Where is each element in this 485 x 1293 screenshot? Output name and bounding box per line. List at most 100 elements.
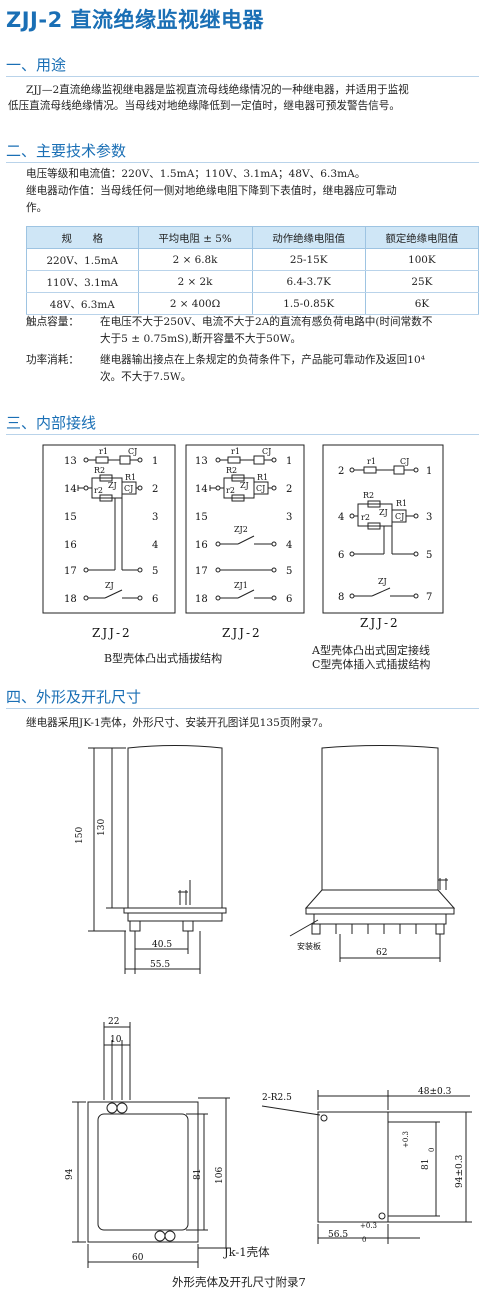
dim-tolerance: 0 [362, 1236, 366, 1244]
dim-label: 81 [421, 1159, 431, 1170]
terminal-label: 1 [152, 456, 158, 467]
terminal-label: 2 [152, 484, 158, 495]
component-label: CJ [124, 484, 133, 493]
terminal-label: 4 [152, 540, 158, 551]
section-heading-usage: 一、用途 [6, 54, 479, 77]
side-view-drawing [88, 745, 227, 974]
power-label: 功率消耗： [26, 354, 79, 366]
dim-label: 94±0.3 [455, 1154, 465, 1188]
dim-label: 56.5 [328, 1230, 348, 1240]
dim-label: 130 [97, 819, 107, 836]
terminal-label: 5 [426, 550, 432, 561]
terminal-label: 13 [64, 456, 77, 467]
terminal-label: 3 [286, 512, 292, 523]
terminal-label: 1 [286, 456, 292, 467]
params-line-3: 作。 [26, 202, 48, 214]
section-divider [6, 434, 479, 435]
dim-label: 150 [75, 827, 85, 844]
dim-label: 106 [215, 1167, 225, 1184]
dim-label: 60 [132, 1253, 144, 1263]
caption-a-type: A型壳体凸出式固定接线 [312, 644, 430, 657]
spec-table: 规 格 平均电阻 ± 5% 动作绝缘电阻值 额定绝缘电阻值 220V、1.5mA… [26, 226, 480, 315]
section-title: 一、用途 [6, 56, 67, 74]
section-title: 四、外形及开孔尺寸 [6, 688, 142, 706]
appendix-caption: 外形壳体及开孔尺寸附录7 [172, 1275, 306, 1289]
table-cell: 48V、6.3mA [26, 292, 139, 315]
dim-tolerance: +0.3 [360, 1222, 377, 1230]
component-label: R1 [396, 499, 407, 508]
outline-intro: 继电器采用JK-1壳体，外形尺寸、安装开孔图详见135页附录7。 [26, 717, 329, 729]
terminal-label: 16 [64, 540, 77, 551]
component-label: R2 [94, 466, 105, 475]
table-header: 动作绝缘电阻值 [251, 226, 366, 249]
section-divider [6, 76, 479, 77]
case-caption: Jk-1壳体 [224, 1245, 270, 1259]
terminal-label: 8 [338, 592, 344, 603]
dim-label: 10 [110, 1035, 122, 1045]
table-row: 220V、1.5mA 2 × 6.8k 25-15K 100K [26, 248, 480, 271]
table-header: 平均电阻 ± 5% [137, 226, 253, 249]
model-label: ZJJ-2 [92, 626, 132, 640]
component-label: ZJ [105, 581, 114, 590]
dim-label: 40.5 [152, 940, 172, 950]
terminal-label: 4 [338, 512, 344, 523]
terminal-label: 14 [64, 484, 77, 495]
contact-label: 触点容量： [26, 316, 79, 328]
table-header-row: 规 格 平均电阻 ± 5% 动作绝缘电阻值 额定绝缘电阻值 [26, 226, 480, 249]
dim-label: 62 [376, 948, 387, 958]
component-label: ZJ2 [234, 525, 248, 534]
wiring-diagram-3: 2 4 6 8 1 3 5 7 r1 CJ R2 R1 r2 ZJ CJ ZJ [338, 457, 432, 603]
usage-line-2: 低压直流母线绝缘情况。当母线对地绝缘降低到一定值时，继电器可预发警告信号。 [8, 100, 400, 112]
terminal-label: 3 [152, 512, 158, 523]
table-cell: 6K [364, 292, 480, 315]
component-label: r1 [367, 457, 376, 466]
table-cell: 100K [364, 248, 480, 271]
component-label: CJ [395, 512, 404, 521]
component-label: r2 [94, 486, 103, 495]
page-title: ZJJ-2 直流绝缘监视继电器 [6, 8, 264, 32]
component-label: CJ [262, 447, 271, 456]
table-cell: 25-15K [251, 248, 366, 271]
model-label: ZJJ-2 [360, 616, 400, 630]
component-label: CJ [400, 457, 409, 466]
dim-label: 48±0.3 [418, 1087, 452, 1097]
component-label: R2 [363, 491, 374, 500]
terminal-label: 6 [152, 594, 158, 605]
terminal-label: 3 [426, 512, 432, 523]
contact-line-1: 在电压不大于250V、电流不大于2A的直流有感负荷电路中(时间常数不 [100, 316, 433, 328]
terminal-label: 17 [195, 566, 208, 577]
terminal-label: 18 [195, 594, 208, 605]
table-cell: 220V、1.5mA [26, 248, 139, 271]
terminal-label: 15 [64, 512, 77, 523]
component-label: R1 [257, 473, 268, 482]
terminal-label: 1 [426, 466, 432, 477]
params-line-2: 继电器动作值：当母线任何一侧对地绝缘电阻下降到下表值时，继电器应可靠动 [26, 185, 397, 197]
table-cell: 6.4-3.7K [251, 270, 366, 293]
mount-plate-label: 安装板 [297, 941, 321, 951]
component-label: ZJ [378, 577, 387, 586]
terminal-label: 16 [195, 540, 208, 551]
dim-label: 22 [108, 1017, 119, 1027]
component-label: ZJ1 [234, 581, 248, 590]
terminal-label: 2 [338, 466, 344, 477]
table-cell: 25K [364, 270, 480, 293]
section-title: 三、内部接线 [6, 414, 97, 432]
front-view-drawing [72, 1022, 230, 1268]
component-label: r2 [361, 513, 370, 522]
model-label: ZJJ-2 [222, 626, 262, 640]
component-label: r1 [99, 447, 108, 456]
terminal-label: 6 [338, 550, 344, 561]
terminal-label: 6 [286, 594, 292, 605]
table-cell: 2 × 6.8k [137, 248, 253, 271]
component-label: R1 [125, 473, 136, 482]
terminal-label: 18 [64, 594, 77, 605]
cutout-drawing [261, 1090, 472, 1244]
component-label: ZJ [240, 481, 249, 490]
table-row: 48V、6.3mA 2 × 400Ω 1.5-0.85K 6K [26, 292, 480, 315]
wiring-diagram-1: 13 14 15 16 17 18 1 2 3 4 5 6 r1 CJ R2 R… [64, 447, 158, 605]
component-label: ZJ [108, 481, 117, 490]
wiring-diagram-2: 13 14 15 16 17 18 1 2 3 4 5 6 r1 CJ R2 R… [195, 447, 292, 605]
power-line-1: 继电器输出接点在上条规定的负荷条件下，产品能可靠动作及返回10⁴ [100, 354, 425, 366]
terminal-label: 5 [152, 566, 158, 577]
table-row: 110V、3.1mA 2 × 2k 6.4-3.7K 25K [26, 270, 480, 293]
